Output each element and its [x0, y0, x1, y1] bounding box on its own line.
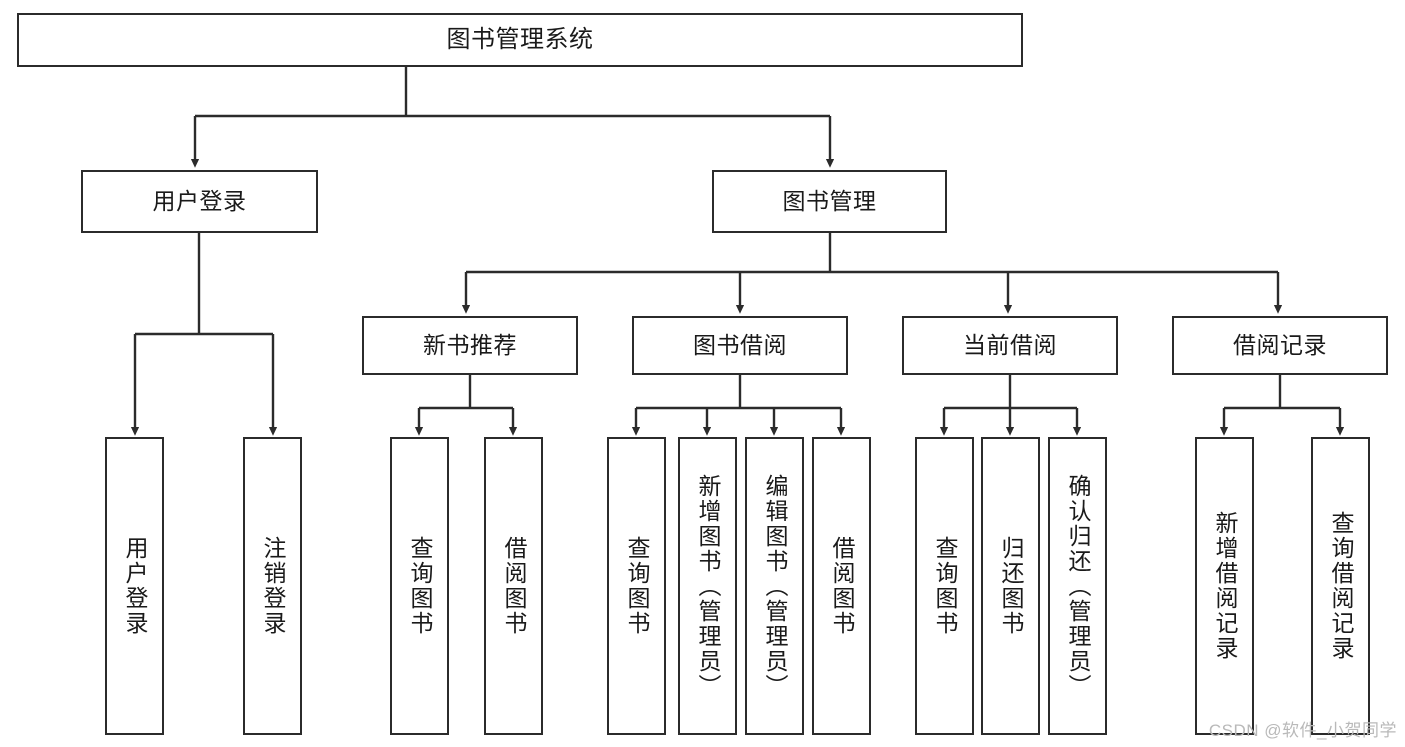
leaf-borrow-borrow-book[interactable]: 借阅图书	[812, 437, 871, 735]
node-borrow-record[interactable]: 借阅记录	[1172, 316, 1388, 375]
leaf-current-return-book[interactable]: 归还图书	[981, 437, 1040, 735]
node-label: 图书借阅	[693, 331, 787, 358]
node-label: 新增借阅记录	[1212, 511, 1238, 661]
node-label: 查询图书	[932, 536, 958, 636]
leaf-borrow-query-book[interactable]: 查询图书	[607, 437, 666, 735]
node-label: 新增图书（管理员）	[695, 473, 721, 699]
node-label: 查询图书	[624, 536, 650, 636]
node-label: 编辑图书（管理员）	[762, 473, 788, 699]
node-new-book-recommend[interactable]: 新书推荐	[362, 316, 578, 375]
leaf-user-login-login[interactable]: 用户登录	[105, 437, 164, 735]
node-label: 当前借阅	[963, 331, 1057, 358]
leaf-current-query-book[interactable]: 查询图书	[915, 437, 974, 735]
node-label: 注销登录	[260, 536, 286, 636]
node-label: 借阅图书	[829, 536, 855, 636]
node-root-book-management-system[interactable]: 图书管理系统	[17, 13, 1023, 67]
leaf-record-query-record[interactable]: 查询借阅记录	[1311, 437, 1370, 735]
node-label: 查询借阅记录	[1328, 511, 1354, 661]
node-label: 新书推荐	[423, 331, 517, 358]
node-label: 图书管理	[782, 187, 877, 214]
leaf-recommend-query-book[interactable]: 查询图书	[390, 437, 449, 735]
node-label: 借阅记录	[1233, 331, 1327, 358]
node-book-borrow[interactable]: 图书借阅	[632, 316, 848, 375]
leaf-current-confirm-return-admin[interactable]: 确认归还（管理员）	[1048, 437, 1107, 735]
node-label: 借阅图书	[501, 536, 527, 636]
node-label: 查询图书	[407, 536, 433, 636]
watermark-text: CSDN @软件_小贺同学	[1208, 721, 1397, 740]
leaf-borrow-edit-book-admin[interactable]: 编辑图书（管理员）	[745, 437, 804, 735]
node-user-login[interactable]: 用户登录	[81, 170, 318, 233]
node-label: 用户登录	[152, 187, 247, 214]
leaf-borrow-add-book-admin[interactable]: 新增图书（管理员）	[678, 437, 737, 735]
leaf-record-add-record[interactable]: 新增借阅记录	[1195, 437, 1254, 735]
node-label: 归还图书	[998, 536, 1024, 636]
node-label: 确认归还（管理员）	[1065, 473, 1091, 699]
leaf-recommend-borrow-book[interactable]: 借阅图书	[484, 437, 543, 735]
node-label: 用户登录	[122, 536, 148, 636]
node-current-borrow[interactable]: 当前借阅	[902, 316, 1118, 375]
node-label: 图书管理系统	[446, 25, 594, 53]
leaf-user-login-logout[interactable]: 注销登录	[243, 437, 302, 735]
node-book-management[interactable]: 图书管理	[712, 170, 947, 233]
